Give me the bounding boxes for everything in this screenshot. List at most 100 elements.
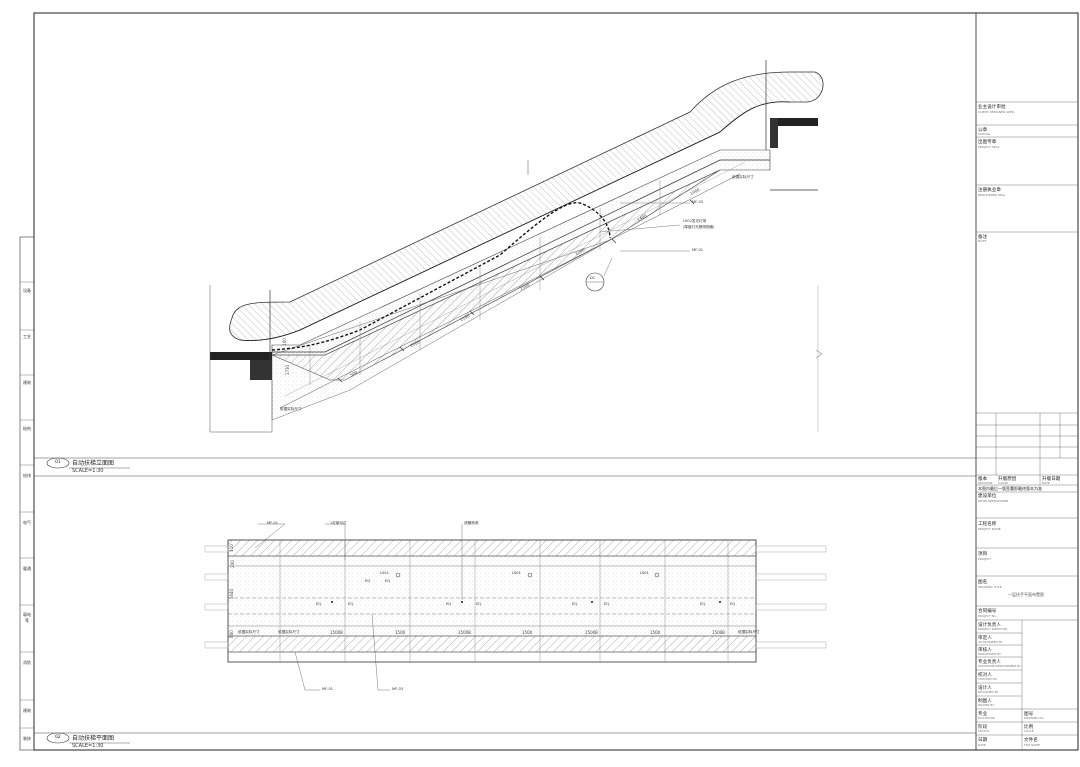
plan-label-l001-2: L001 [512, 571, 521, 575]
tb-drawing-no: 图号 [1024, 712, 1034, 717]
plan-site-measure-3: 依据实际尺寸 [738, 630, 760, 634]
plan-eq-7: EQ [572, 602, 578, 606]
side-label-process: 工艺 [23, 334, 31, 339]
dim-100: 100 [281, 338, 287, 346]
tb-project-name: 工程名称 [978, 522, 997, 527]
tb-discipline-en: DISCIPLINE [978, 716, 995, 720]
plan-dim-1500-1: 1500 [395, 630, 406, 635]
tb-phase: 阶段 [978, 725, 988, 730]
tb-sub-project-en: PROJECT [978, 557, 991, 561]
tb-registered-seal-en: REGISTERED SEAL [978, 193, 1006, 197]
tb-revision-reason-en: CAUSE [998, 481, 1009, 485]
tb-developer-en: DEVELOPER/OWNER [978, 499, 1009, 503]
tb-approver: 审定人 [978, 636, 992, 641]
plan-dim-200: 200 [229, 560, 235, 568]
plan-eq-10: EQ [730, 602, 736, 606]
plan-eq-2: EQ [385, 579, 391, 583]
plan-eq-9: EQ [700, 602, 706, 606]
tb-discipline-lead-en: DISCIPLINE RESPONSIBLE BY [978, 664, 1021, 668]
plan-scale: SCALE=1:30 [72, 743, 104, 749]
tb-checker-en: CHECKED BY [978, 677, 998, 681]
tb-date: 日期 [978, 738, 988, 743]
tb-drawing-title: 图名 [978, 580, 988, 585]
tb-project-director: 设计负责人 [978, 623, 1001, 628]
plan-label-rail-light: 1灯带马灯 [330, 521, 347, 525]
side-label-electrical: 电气 [23, 520, 31, 525]
side-label-weak-current: 弱电等 [23, 612, 31, 623]
tb-client-design-review: 业主设计审批 [978, 105, 1006, 110]
plan-dim-1500b-2: 1500B [458, 630, 471, 635]
plan-eq-3: EQ [316, 602, 322, 606]
tb-checker: 校对人 [978, 673, 992, 678]
plan-dim-1500b-1: 1500B [330, 630, 343, 635]
side-label-plumbing: 给排 [23, 473, 31, 478]
tb-reviewer: 审核人 [978, 648, 992, 653]
dim-1730: 1730 [285, 364, 291, 376]
tb-client-design-review-en: CLIENT DESIGNER APPR. [978, 110, 1015, 114]
tb-contract-no-en: PROJECT No. [978, 614, 997, 618]
tb-date-en: DATE [978, 743, 986, 747]
elevation-title: 自动扶梯立面图 [72, 460, 115, 467]
label-led-strip: L002发光灯带 [683, 219, 707, 223]
tb-drawing-no-en: DRAWING No. [1024, 716, 1045, 720]
tb-notes-en: NOTE [978, 239, 987, 243]
tb-scale-en: SCALE [1024, 729, 1034, 733]
tb-scale: 比例 [1024, 725, 1034, 730]
tb-drafter: 制图人 [978, 699, 992, 704]
plan-eq-8: EQ [604, 602, 610, 606]
tb-phase-en: STATUS [978, 729, 990, 733]
side-label-fire: 消防 [23, 660, 31, 665]
plan-dim-1500-3: 1500 [650, 630, 661, 635]
plan-eq-1: EQ [365, 579, 371, 583]
plan-label-sprinkler: 滤器喷淋 [464, 521, 479, 525]
plan-eq-5: EQ [446, 602, 452, 606]
tb-file-name: 文件名 [1024, 738, 1038, 743]
side-label-architecture: 建筑 [23, 380, 31, 385]
tb-reviewer-en: PROCESSED BY [978, 652, 1001, 656]
label-mf03: MF-03 [692, 200, 704, 204]
tb-discipline: 专业 [978, 712, 988, 717]
tb-designer-en: DESIGNED BY [978, 690, 999, 694]
tb-seal-en: SCHOOL [978, 132, 991, 136]
tb-sub-project: 项目 [978, 552, 988, 557]
plan-site-measure-1: 依据实际尺寸 [238, 630, 260, 634]
side-label-architecture-2: 建筑 [23, 708, 31, 713]
tb-registered-seal: 注册执业章 [978, 188, 1001, 193]
label-detail-number: D1 [590, 276, 596, 280]
label-site-measure-bottom: 依据实际尺寸 [280, 407, 302, 411]
side-label-equipment: 设备 [23, 288, 31, 293]
tb-file-name-en: FILE NAME [1024, 743, 1040, 747]
tb-revision-date: 升版日期 [1042, 477, 1061, 482]
label-mf01: MF-01 [692, 248, 704, 252]
tb-revision: 版本 [978, 477, 988, 482]
tb-project-seal-en: PROJECT SEAL [978, 145, 1000, 149]
tb-designer: 设计人 [978, 686, 992, 691]
elevation-number: 01 [55, 460, 61, 465]
tb-notes: 备注 [978, 235, 988, 240]
tb-latest-rule: 本图内最后一版签署即最终版本为准 [978, 486, 1042, 491]
plan-eq-4: EQ [348, 602, 354, 606]
tb-drafter-en: DRAWN BY [978, 703, 995, 707]
plan-eq-6: EQ [476, 602, 482, 606]
plan-label-mf01: MF-01 [267, 521, 279, 525]
tb-discipline-lead: 专业负责人 [978, 660, 1001, 665]
tb-project-director-en: PROJECT DIRECTOR [978, 627, 1008, 631]
tb-drawing-title-en: DRAWING TITLE [978, 585, 1002, 589]
label-site-measure-top: 依据实际尺寸 [732, 175, 754, 179]
tb-approver-en: AUTHORIZED BY [978, 640, 1003, 644]
plan-title: 自动扶梯平面图 [72, 735, 115, 742]
tb-drawing-title-value: 一层扶手平面布置图 [1008, 592, 1044, 597]
plan-dim-410: 410 [228, 544, 234, 552]
side-label-hvac: 暖通 [23, 566, 31, 571]
plan-dim-1500b-3: 1500B [585, 630, 598, 635]
tb-project-name-en: PROJECT NAME [978, 527, 1001, 531]
plan-label-l001-1: L001 [380, 571, 389, 575]
plan-dim-1640: 1640 [229, 588, 235, 600]
tb-developer: 建设单位 [978, 494, 997, 499]
plan-dim-800: 800 [228, 630, 234, 638]
plan-dim-1500-2: 1500 [522, 630, 533, 635]
plan-number: 02 [55, 735, 61, 740]
tb-revision-en: REVISION [978, 481, 993, 485]
